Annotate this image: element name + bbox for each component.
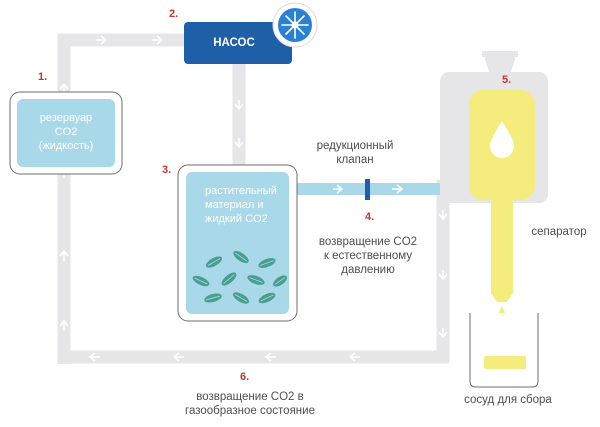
return-label: возвращение CO2 в газообразное состояние: [185, 391, 315, 417]
plant-leaves: [192, 250, 287, 304]
step-number-5: 5.: [502, 74, 512, 86]
droplet-icon: [490, 121, 514, 158]
step-number-3: 3.: [162, 164, 172, 176]
step-number-6: 6.: [240, 371, 250, 383]
step-number-4: 4.: [365, 211, 375, 223]
separator: [440, 51, 548, 326]
flow-arrows: [59, 35, 448, 362]
step-number-2: 2.: [169, 8, 179, 20]
collection-vessel: [469, 313, 539, 388]
pump: [184, 22, 292, 64]
vessel-label: сосуд для сбора: [464, 394, 552, 406]
valve-description: возвращение CO2 к естественному давлению: [318, 236, 418, 276]
reducing-valve: [365, 179, 370, 200]
step-number-1: 1.: [38, 71, 48, 83]
reservoir-label: резервуар CO2 (жидкость): [38, 112, 94, 152]
fan-icon: [272, 2, 318, 48]
extraction-label: растительный материал и жидкий CO2: [205, 185, 277, 225]
pipe-top-left: [57, 33, 184, 364]
separator-label: сепаратор: [531, 226, 587, 238]
pipe-bottom: [64, 180, 450, 364]
pump-label: НАСОС: [213, 37, 255, 49]
valve-title: редукционный клапан: [316, 140, 394, 166]
reservoir: [9, 91, 123, 175]
